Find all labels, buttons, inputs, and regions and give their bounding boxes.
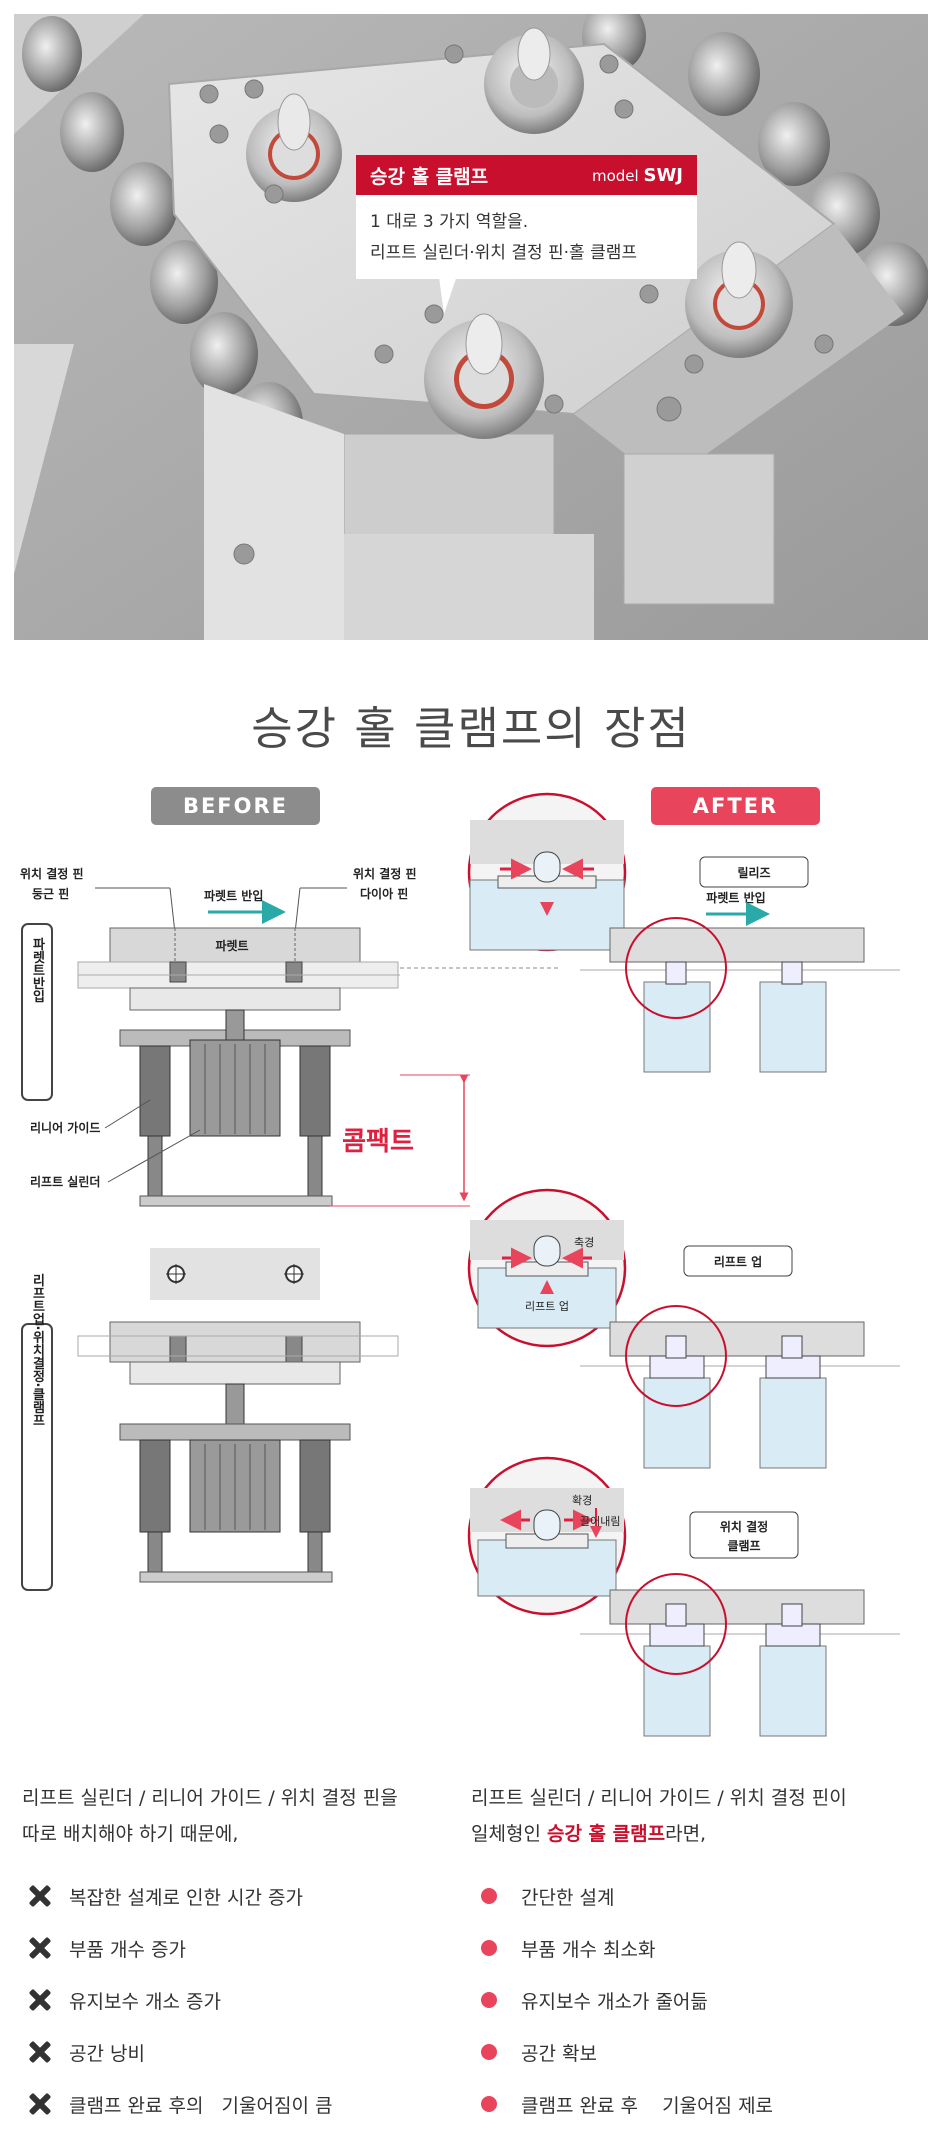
callout-model-name: SWJ xyxy=(643,164,683,186)
side-bracket-top xyxy=(21,923,53,1101)
label-pin-round-2: 둥근 핀 xyxy=(32,886,69,901)
before-intro: 리프트 실린더 / 리니어 가이드 / 위치 결정 핀을 따로 배치해야 하기 … xyxy=(22,1780,442,1852)
x-icon xyxy=(28,2040,52,2064)
section-title: 승강 홀 클램프의 장점 xyxy=(251,702,691,755)
list-item: 유지보수 개소 증가 xyxy=(22,1974,442,2026)
list-item: 부품 개수 증가 xyxy=(22,1922,442,1974)
after-machine-2 xyxy=(580,1305,900,1469)
label-pin-diamond-2: 다이아 핀 xyxy=(360,886,408,901)
list-item-text: 유지보수 개소가 줄어듦 xyxy=(521,1990,708,2013)
step3-detail-pull: 끌어내림 xyxy=(580,1515,620,1528)
after-machine-1 xyxy=(580,917,900,1073)
side-label-top: 파렛트반입 xyxy=(30,938,45,1004)
step1-label: 릴리즈 xyxy=(737,865,770,880)
list-item-text: 복잡한 설계로 인한 시간 증가 xyxy=(69,1886,303,1909)
list-item: 부품 개수 최소화 xyxy=(471,1922,911,1974)
label-pallet: 파렛트 xyxy=(215,938,248,953)
callout-line-1: 1 대로 3 가지 역할을. xyxy=(370,212,529,232)
callout-line-2: 리프트 실린더·위치 결정 핀·홀 클램프 xyxy=(370,243,638,263)
after-detail-circle-3 xyxy=(467,1456,627,1616)
comparison-diagram: 위치 결정 핀 둥근 핀 위치 결정 핀 다이아 핀 파렛트 반입 파렛트반입 … xyxy=(0,780,942,1760)
step1-pallet-in: 파렛트 반입 xyxy=(706,890,765,905)
leader-linear-guide xyxy=(104,1099,151,1129)
side-bracket-bottom xyxy=(21,1323,53,1591)
callout-model-prefix: model xyxy=(591,166,639,185)
list-item-text: 클램프 완료 후의 기울어짐이 큼 xyxy=(69,2094,333,2117)
list-item-text: 공간 낭비 xyxy=(69,2042,145,2065)
list-item: 복잡한 설계로 인한 시간 증가 xyxy=(22,1870,442,1922)
leader-lift-cylinder xyxy=(107,1129,201,1183)
x-icon xyxy=(28,1936,52,1960)
list-item-text: 공간 확보 xyxy=(521,2042,597,2065)
after-advantages: 리프트 실린더 / 리니어 가이드 / 위치 결정 핀이 일체형인 승강 홀 클… xyxy=(471,1780,911,2130)
before-badge: BEFORE xyxy=(151,787,320,825)
callout-body: 1 대로 3 가지 역할을. 리프트 실린더·위치 결정 핀·홀 클램프 xyxy=(356,195,697,279)
product-photo: 승강 홀 클램프 model SWJ 1 대로 3 가지 역할을. 리프트 실린… xyxy=(14,14,928,640)
product-photo-drawing xyxy=(14,14,928,640)
before-intro-line-2: 따로 배치해야 하기 때문에, xyxy=(22,1823,239,1845)
label-pin-round-1: 위치 결정 핀 xyxy=(20,866,84,881)
step2-detail-shrink: 축경 xyxy=(574,1236,594,1249)
list-item-text: 간단한 설계 xyxy=(521,1886,615,1909)
bullet-dot-icon xyxy=(481,1940,497,1956)
list-item-text: 클램프 완료 후 기울어짐 제로 xyxy=(521,2094,774,2117)
step3-label-box xyxy=(689,1511,799,1559)
compact-label: 콤팩트 xyxy=(342,1127,414,1157)
list-item: 유지보수 개소가 줄어듦 xyxy=(471,1974,911,2026)
list-item-text: 부품 개수 최소화 xyxy=(521,1938,656,1961)
step3-label-2: 클램프 xyxy=(727,1538,760,1553)
step3-label-1: 위치 결정 xyxy=(720,1519,768,1534)
step2-detail-lift: 리프트 업 xyxy=(525,1300,569,1313)
label-lift-cylinder: 리프트 실린더 xyxy=(30,1174,100,1189)
step1-label-box xyxy=(699,856,809,888)
list-item: 클램프 완료 후의 기울어짐이 큼 xyxy=(22,2078,442,2130)
bullet-dot-icon xyxy=(481,1992,497,2008)
x-icon xyxy=(28,1988,52,2012)
x-icon xyxy=(28,1884,52,1908)
after-intro-suffix: 라면, xyxy=(665,1823,707,1845)
list-item: 간단한 설계 xyxy=(471,1870,911,1922)
after-intro-line-1: 리프트 실린더 / 리니어 가이드 / 위치 결정 핀이 xyxy=(471,1787,847,1809)
list-item: 공간 확보 xyxy=(471,2026,911,2078)
side-label-bottom: 리프트업·위치결정·클램프 xyxy=(30,1273,45,1426)
label-linear-guide: 리니어 가이드 xyxy=(30,1120,100,1135)
after-intro-prefix: 일체형인 xyxy=(471,1823,547,1845)
after-badge: AFTER xyxy=(651,787,820,825)
after-detail-circle-2 xyxy=(467,1188,627,1348)
after-intro: 리프트 실린더 / 리니어 가이드 / 위치 결정 핀이 일체형인 승강 홀 클… xyxy=(471,1780,911,1852)
step2-label: 리프트 업 xyxy=(714,1254,762,1269)
after-detail-circle-1 xyxy=(467,792,627,952)
list-item-text: 부품 개수 증가 xyxy=(69,1938,186,1961)
after-machine-3 xyxy=(580,1573,900,1737)
list-item-text: 유지보수 개소 증가 xyxy=(69,1990,221,2013)
before-intro-line-1: 리프트 실린더 / 리니어 가이드 / 위치 결정 핀을 xyxy=(22,1787,398,1809)
callout-box: 승강 홀 클램프 model SWJ 1 대로 3 가지 역할을. 리프트 실린… xyxy=(356,155,697,279)
before-machine-top xyxy=(77,927,399,1207)
before-disadvantages: 리프트 실린더 / 리니어 가이드 / 위치 결정 핀을 따로 배치해야 하기 … xyxy=(22,1780,442,2130)
before-machine-bottom xyxy=(77,1321,399,1583)
list-item: 공간 낭비 xyxy=(22,2026,442,2078)
list-item: 클램프 완료 후 기울어짐 제로 xyxy=(471,2078,911,2130)
x-icon xyxy=(28,2092,52,2116)
after-intro-line-2: 일체형인 승강 홀 클램프라면, xyxy=(471,1816,911,1852)
bullet-dot-icon xyxy=(481,2044,497,2060)
callout-header: 승강 홀 클램프 model SWJ xyxy=(356,155,697,195)
bullet-dot-icon xyxy=(481,2096,497,2112)
step3-detail-expand: 확경 xyxy=(572,1494,592,1507)
before-top-view xyxy=(150,1248,320,1300)
label-pin-diamond-1: 위치 결정 핀 xyxy=(353,866,417,881)
bullet-dot-icon xyxy=(481,1888,497,1904)
comparison-diagram-drawing: 위치 결정 핀 둥근 핀 위치 결정 핀 다이아 핀 파렛트 반입 파렛트반입 … xyxy=(20,792,900,1737)
step2-label-box xyxy=(683,1245,793,1277)
label-pallet-in: 파렛트 반입 xyxy=(204,888,263,903)
callout-model: model SWJ xyxy=(592,165,683,186)
after-intro-highlight: 승강 홀 클램프 xyxy=(546,1823,666,1845)
callout-title: 승강 홀 클램프 xyxy=(370,165,489,188)
